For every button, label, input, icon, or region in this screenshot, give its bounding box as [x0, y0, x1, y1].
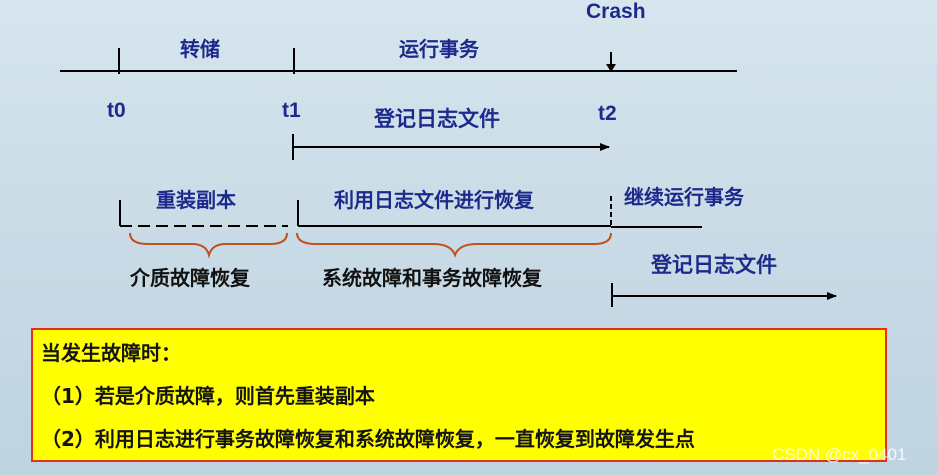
note-step-2: （2）利用日志进行事务故障恢复和系统故障恢复，一直恢复到故障发生点: [41, 427, 695, 451]
continue-run-label: 继续运行事务: [624, 185, 744, 209]
watermark: CSDN @cx_0401: [772, 445, 907, 464]
log-file-label: 登记日志文件: [374, 107, 500, 131]
segment-dump-label: 转储: [180, 37, 220, 61]
crash-pointer-head: [606, 64, 616, 72]
note-step-1: （1）若是介质故障，则首先重装副本: [41, 384, 375, 408]
t1-label: t1: [282, 99, 301, 122]
t2-label: t2: [598, 102, 617, 125]
crash-label: Crash: [586, 0, 646, 23]
system-failure-brace: [296, 232, 612, 258]
note-box: 当发生故障时： （1）若是介质故障，则首先重装副本 （2）利用日志进行事务故障恢…: [31, 328, 887, 462]
system-txn-failure-label: 系统故障和事务故障恢复: [322, 266, 542, 290]
redo-with-log-label: 利用日志文件进行恢复: [334, 188, 534, 212]
media-failure-brace: [129, 232, 288, 259]
log-again-label: 登记日志文件: [651, 253, 777, 277]
note-heading: 当发生故障时：: [41, 341, 181, 365]
media-failure-label: 介质故障恢复: [130, 266, 250, 290]
restore-backup-label: 重装副本: [156, 188, 236, 212]
segment-run-label: 运行事务: [399, 37, 479, 61]
t0-label: t0: [107, 99, 126, 122]
